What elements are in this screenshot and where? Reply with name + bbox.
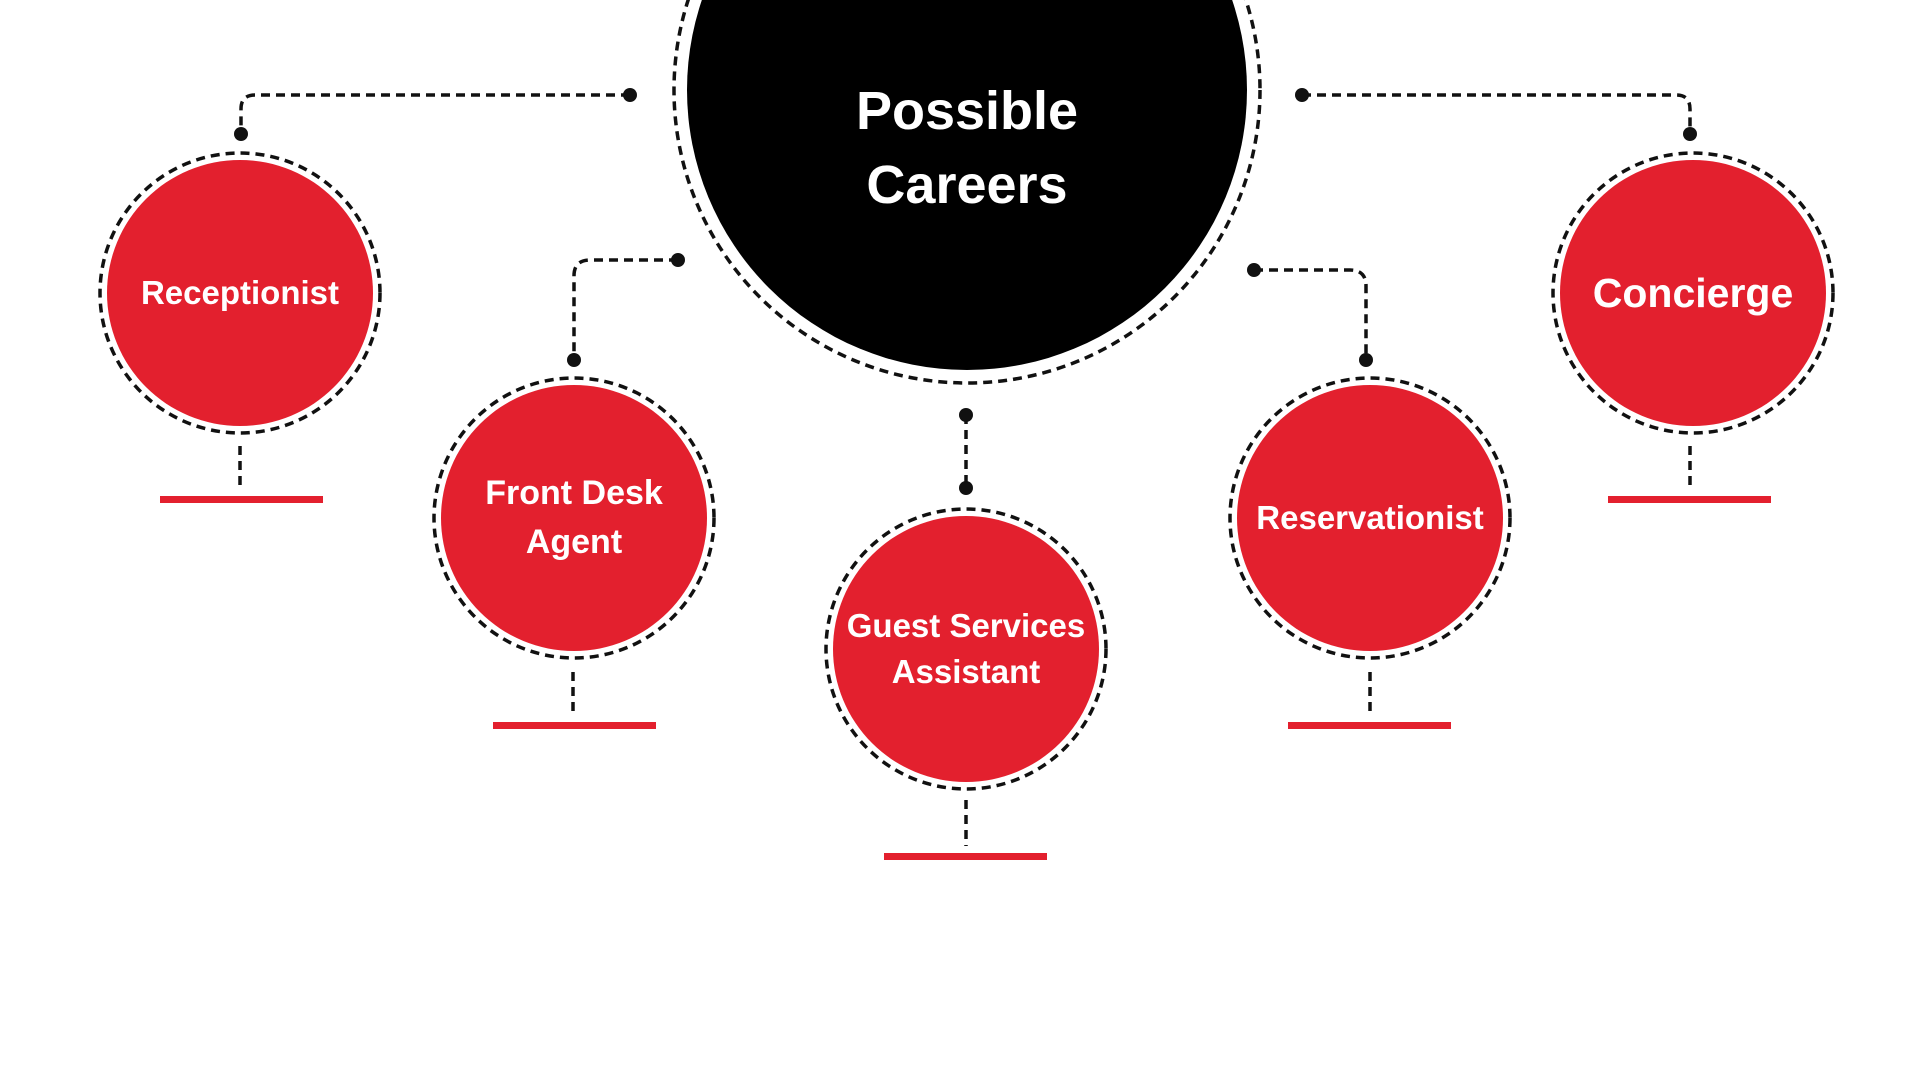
- dot-guest-end: [959, 481, 973, 495]
- career-node-guest-services-assistant: Guest Services Assistant: [833, 516, 1099, 782]
- connector-receptionist: [239, 93, 630, 134]
- career-node-front-desk-agent: Front Desk Agent: [441, 385, 707, 651]
- underline-front-desk-agent: [493, 722, 656, 729]
- career-label: Concierge: [1592, 270, 1794, 316]
- guest-ring: [824, 507, 1108, 791]
- underline-receptionist: [160, 496, 323, 503]
- concierge-ring: [1551, 151, 1835, 435]
- dot-frontdesk-start: [671, 253, 685, 267]
- career-label: Reservationist: [1256, 499, 1484, 536]
- dot-concierge-start: [1295, 88, 1309, 102]
- center-circle-ring: [672, 0, 1262, 385]
- dot-receptionist-start: [623, 88, 637, 102]
- connector-frontdesk: [572, 258, 678, 360]
- diagram-title: Possible Careers: [855, 81, 1079, 215]
- dot-guest-start: [959, 408, 973, 422]
- connector-concierge: [1302, 93, 1692, 134]
- dot-receptionist-end: [234, 127, 248, 141]
- receptionist-ring: [98, 151, 382, 435]
- career-node-reservationist: Reservationist: [1237, 385, 1503, 651]
- dot-reservationist-end: [1359, 353, 1373, 367]
- underline-guest-services-assistant: [884, 853, 1047, 860]
- dot-concierge-end: [1683, 127, 1697, 141]
- dot-frontdesk-end: [567, 353, 581, 367]
- connector-reservationist: [1254, 268, 1368, 360]
- career-label: Front Desk Agent: [485, 474, 663, 561]
- career-label: Guest Services Assistant: [846, 607, 1086, 690]
- career-node-concierge: Concierge: [1560, 160, 1826, 426]
- reservationist-ring: [1228, 376, 1512, 660]
- underline-concierge: [1608, 496, 1771, 503]
- dot-reservationist-start: [1247, 263, 1261, 277]
- underline-reservationist: [1288, 722, 1451, 729]
- career-node-receptionist: Receptionist: [107, 160, 373, 426]
- career-label: Receptionist: [140, 274, 340, 311]
- frontdesk-ring: [432, 376, 716, 660]
